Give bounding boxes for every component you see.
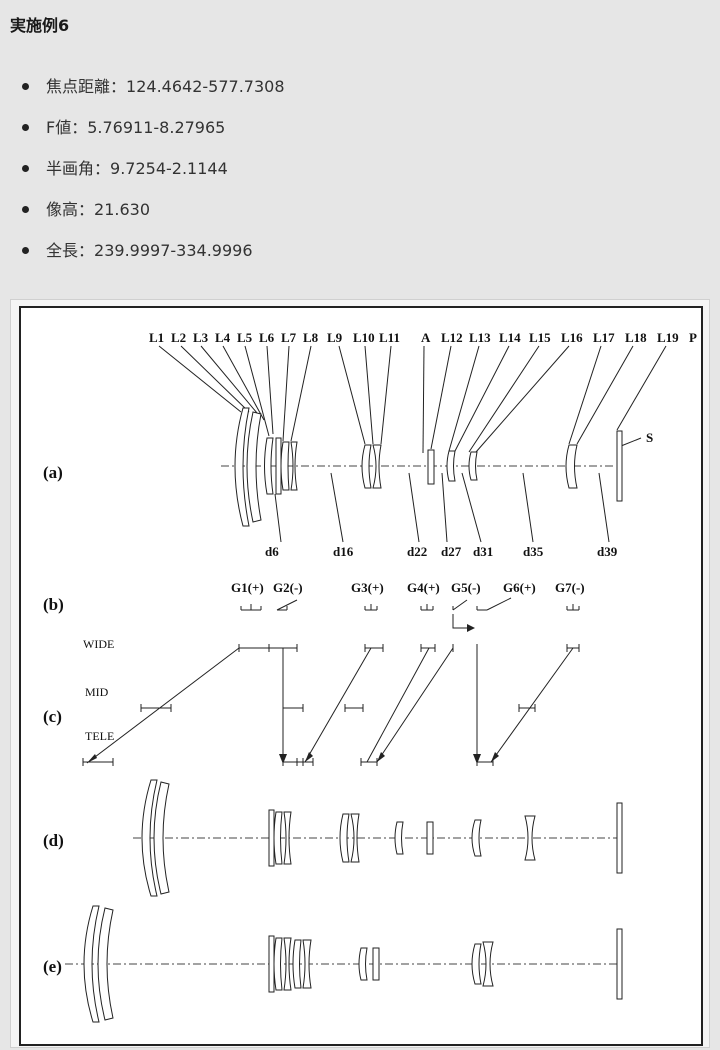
lens-label-l3: L3 <box>193 330 209 345</box>
spec-label: 半画角 <box>46 159 95 178</box>
lens-label-l12: L12 <box>441 330 463 345</box>
lens-elements-a <box>234 407 623 527</box>
lens-label-l4: L4 <box>215 330 231 345</box>
panel-label-b: (b) <box>43 595 64 614</box>
zoom-label-tele: TELE <box>85 729 114 743</box>
spec-label: F値 <box>46 118 72 137</box>
zoom-trajectories <box>82 644 580 766</box>
panel-label-d: (d) <box>43 831 64 850</box>
bullet-icon <box>22 165 29 172</box>
lens-elements-d <box>141 779 623 897</box>
lens-label-l2: L2 <box>171 330 186 345</box>
s-label: S <box>646 430 653 445</box>
leader-lines-a <box>158 345 667 454</box>
lens-label-l19: L19 <box>657 330 679 345</box>
distance-label-d39: d39 <box>597 544 618 559</box>
lens-label-l8: L8 <box>303 330 319 345</box>
bullet-icon <box>22 124 29 131</box>
group-label-g4: G4(+) <box>407 580 440 595</box>
zoom-label-mid: MID <box>85 685 109 699</box>
distance-label-d22: d22 <box>407 544 427 559</box>
distance-leaders <box>274 472 610 543</box>
lens-label-l18: L18 <box>625 330 647 345</box>
spec-item-image-height: 像高：21.630 <box>0 189 720 230</box>
group-label-g5: G5(-) <box>451 580 481 595</box>
bullet-icon <box>22 83 29 90</box>
lens-label-p: P <box>689 330 697 345</box>
distance-label-d6: d6 <box>265 544 279 559</box>
lens-elements-e <box>83 905 623 1023</box>
group-label-g7: G7(-) <box>555 580 585 595</box>
group-label-g2: G2(-) <box>273 580 303 595</box>
group-label-row: G1(+) G2(-) G3(+) G4(+) G5(-) G6(+) G7(-) <box>231 580 585 595</box>
lens-label-row: L1 L2 L3 L4 L5 L6 L7 L8 L9 L10 L11 A L12 L13 L14 L15 L16… <box>149 330 697 345</box>
lens-label-l14: L14 <box>499 330 521 345</box>
distance-label-d31: d31 <box>473 544 493 559</box>
panel-label-e: (e) <box>43 957 62 976</box>
spec-item-half-angle: 半画角：9.7254-2.1144 <box>0 148 720 189</box>
lens-label-l1: L1 <box>149 330 164 345</box>
lens-label-l7: L7 <box>281 330 297 345</box>
lens-label-l5: L5 <box>237 330 253 345</box>
spec-value: 21.630 <box>94 200 151 219</box>
distance-label-d27: d27 <box>441 544 462 559</box>
s-leader <box>620 437 642 447</box>
lens-label-l15: L15 <box>529 330 551 345</box>
bullet-icon <box>22 206 29 213</box>
spec-label: 像高 <box>46 200 79 219</box>
spec-value: 9.7254-2.1144 <box>110 159 228 178</box>
section-title: 実施例6 <box>10 16 70 35</box>
spec-list: 焦点距離：124.4642-577.7308 F値：5.76911-8.2796… <box>0 66 720 271</box>
distance-label-d16: d16 <box>333 544 354 559</box>
distance-label-row: d6 d16 d22 d27 d31 d35 d39 <box>265 544 618 559</box>
lens-label-l17: L17 <box>593 330 615 345</box>
spec-label: 全長 <box>46 241 79 260</box>
lens-label-l16: L16 <box>561 330 583 345</box>
lens-label-l10: L10 <box>353 330 375 345</box>
zoom-label-wide: WIDE <box>83 637 114 651</box>
spec-value: 124.4642-577.7308 <box>126 77 285 96</box>
panel-label-a: (a) <box>43 463 63 482</box>
spec-item-f-number: F値：5.76911-8.27965 <box>0 107 720 148</box>
spec-value: 239.9997-334.9996 <box>94 241 253 260</box>
spec-item-total-length: 全長：239.9997-334.9996 <box>0 230 720 271</box>
lens-label-l6: L6 <box>259 330 275 345</box>
distance-label-d35: d35 <box>523 544 544 559</box>
lens-label-l9: L9 <box>327 330 343 345</box>
group-label-g3: G3(+) <box>351 580 384 595</box>
panel-label-c: (c) <box>43 707 62 726</box>
lens-label-l13: L13 <box>469 330 491 345</box>
spec-value: 5.76911-8.27965 <box>87 118 226 137</box>
bullet-icon <box>22 247 29 254</box>
spec-item-focal-length: 焦点距離：124.4642-577.7308 <box>0 66 720 107</box>
group-brackets <box>240 597 580 632</box>
lens-label-a: A <box>421 330 431 345</box>
spec-label: 焦点距離 <box>46 77 111 96</box>
group-label-g1: G1(+) <box>231 580 264 595</box>
lens-label-l11: L11 <box>379 330 400 345</box>
group-label-g6: G6(+) <box>503 580 536 595</box>
